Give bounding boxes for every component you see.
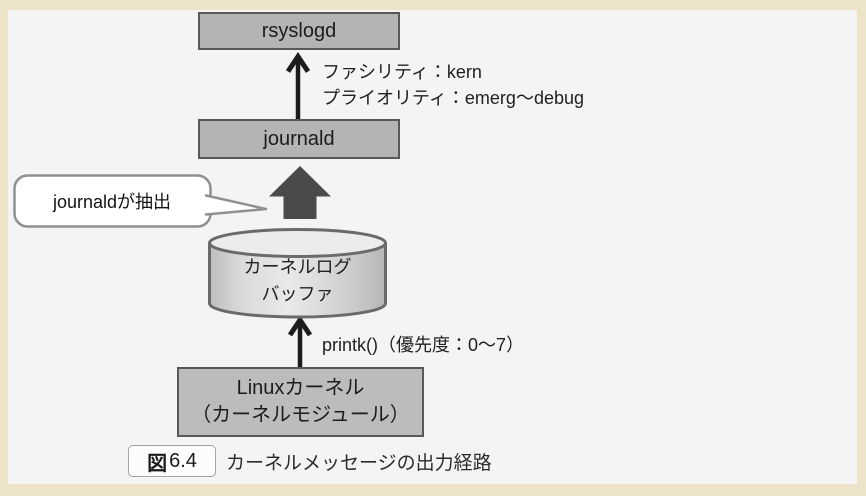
priority-label: プライオリティ：emerg〜debug (322, 88, 584, 108)
node-rsyslogd-label: rsyslogd (261, 19, 337, 42)
diagram-canvas (8, 10, 857, 484)
figure-badge-prefix: 図 (147, 452, 168, 475)
node-kernel-log-buffer: カーネルログ バッファ (209, 254, 386, 308)
edge-label-facility-priority: ファシリティ：kern プライオリティ：emerg〜debug (322, 59, 584, 111)
node-linux-kernel-line2: （カーネルモジュール） (191, 404, 410, 426)
edge-label-printk: printk()（優先度：0〜7） (322, 335, 525, 355)
node-linux-kernel-line1: Linuxカーネル (236, 377, 365, 399)
facility-label: ファシリティ：kern (322, 62, 482, 82)
figure-caption-text: カーネルメッセージの出力経路 (226, 452, 492, 474)
node-rsyslogd: rsyslogd (198, 12, 400, 50)
node-journald: journald (198, 119, 400, 159)
node-journald-label: journald (263, 127, 335, 150)
figure-number-badge: 図 6.4 (128, 445, 216, 477)
callout-journald: journaldが抽出 (52, 191, 172, 212)
buffer-label-line1: カーネルログ (243, 257, 352, 277)
node-linux-kernel: Linuxカーネル （カーネルモジュール） (177, 367, 424, 437)
buffer-label-line2: バッファ (261, 284, 334, 304)
figure-badge-number: 6.4 (169, 449, 197, 472)
figure-caption: 図 6.4 カーネルメッセージの出力経路 (128, 444, 492, 478)
